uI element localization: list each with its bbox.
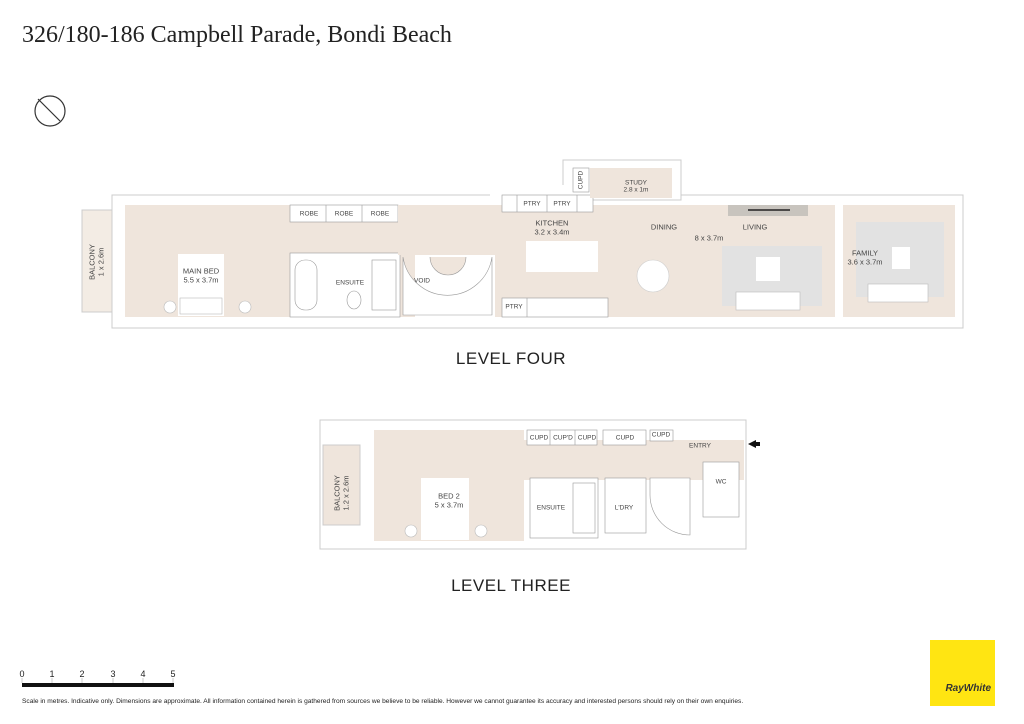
robe-label: ROBE [299, 210, 319, 218]
cupboard-label: CUPD [529, 434, 549, 442]
scale-tick: 1 [49, 669, 55, 679]
cupboard-label: CUPD [615, 434, 635, 442]
north-compass-icon [34, 95, 66, 127]
pantry-label: PTRY [505, 303, 523, 311]
cupboard-label: CUPD [651, 431, 671, 439]
cupboard-label: CUP'D [553, 434, 573, 442]
scale-tick: 3 [110, 669, 116, 679]
scale-bar [21, 678, 174, 687]
robe-label: ROBE [370, 210, 390, 218]
level-three-plan [319, 419, 760, 550]
raywhite-logo: RayWhite [930, 640, 995, 706]
cupboard-label: CUPD [577, 434, 597, 442]
ensuite-label-l3: ENSUITE [536, 504, 566, 512]
pantry-label: PTRY [553, 200, 571, 208]
dining-label: DINING [650, 222, 678, 232]
living-label: LIVING [742, 222, 768, 232]
entry-label: ENTRY [689, 442, 711, 450]
pantry-label: PTRY [523, 200, 541, 208]
laundry-label: L'DRY [614, 504, 634, 512]
brand-name: RayWhite [945, 683, 991, 694]
wc-label: WC [715, 478, 727, 486]
scale-tick: 2 [79, 669, 85, 679]
scale-tick: 4 [140, 669, 146, 679]
scale-tick: 0 [19, 669, 25, 679]
robe-label: ROBE [334, 210, 354, 218]
level-four-heading: LEVEL FOUR [455, 349, 567, 368]
scale-tick: 5 [170, 669, 176, 679]
level-three-heading: LEVEL THREE [451, 576, 571, 595]
ensuite-label-l4: ENSUITE [335, 279, 365, 287]
disclaimer-text: Scale in metres. Indicative only. Dimens… [22, 698, 744, 705]
cupboard-label: CUPD [577, 170, 585, 190]
void-label: VOID [414, 277, 430, 285]
property-address: 326/180-186 Campbell Parade, Bondi Beach [22, 22, 452, 48]
level-four-plan [81, 159, 964, 329]
living-size: 8 x 3.7m [694, 233, 724, 243]
